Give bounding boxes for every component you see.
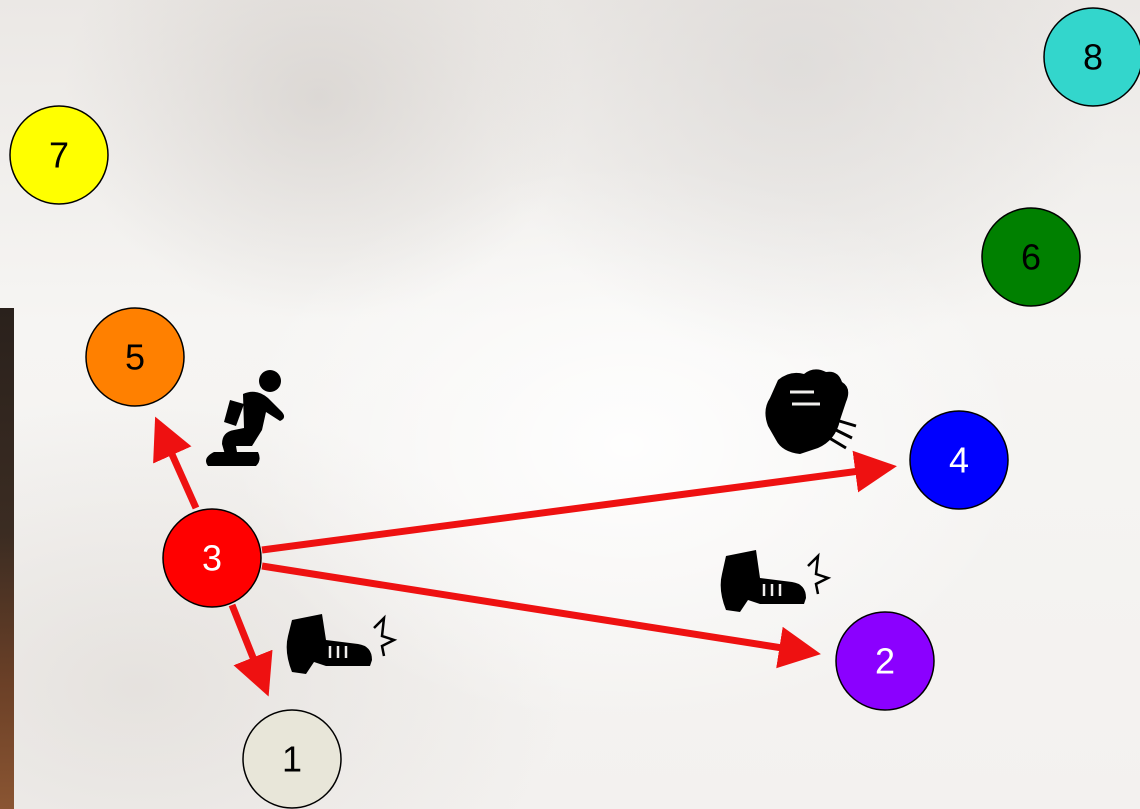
edge-3-to-1 (228, 603, 273, 697)
node-2[interactable]: 2 (835, 611, 935, 711)
edges (153, 416, 897, 697)
node-7-label: 7 (49, 135, 69, 176)
node-1[interactable]: 1 (242, 709, 342, 809)
background-photo-edge (0, 308, 14, 809)
fist-punch-icon (765, 369, 857, 454)
node-4-label: 4 (949, 440, 969, 481)
node-7[interactable]: 7 (9, 105, 109, 205)
kneeling-person-icon (206, 370, 285, 466)
node-3[interactable]: 3 (162, 508, 262, 608)
node-6-label: 6 (1021, 237, 1041, 278)
node-1-label: 1 (282, 739, 302, 780)
node-2-label: 2 (875, 641, 895, 682)
node-6[interactable]: 6 (981, 207, 1081, 307)
node-5-label: 5 (125, 337, 145, 378)
node-4[interactable]: 4 (909, 410, 1009, 510)
node-8[interactable]: 8 (1043, 7, 1140, 107)
edge-3-to-4 (261, 450, 897, 554)
node-5[interactable]: 5 (85, 307, 185, 407)
boot-kick-icon-upper (720, 550, 832, 612)
boot-kick-icon-lower (286, 614, 398, 674)
node-8-label: 8 (1083, 37, 1103, 78)
edge-3-to-2 (261, 562, 821, 669)
node-3-label: 3 (202, 538, 222, 579)
edge-3-to-5 (153, 416, 200, 510)
